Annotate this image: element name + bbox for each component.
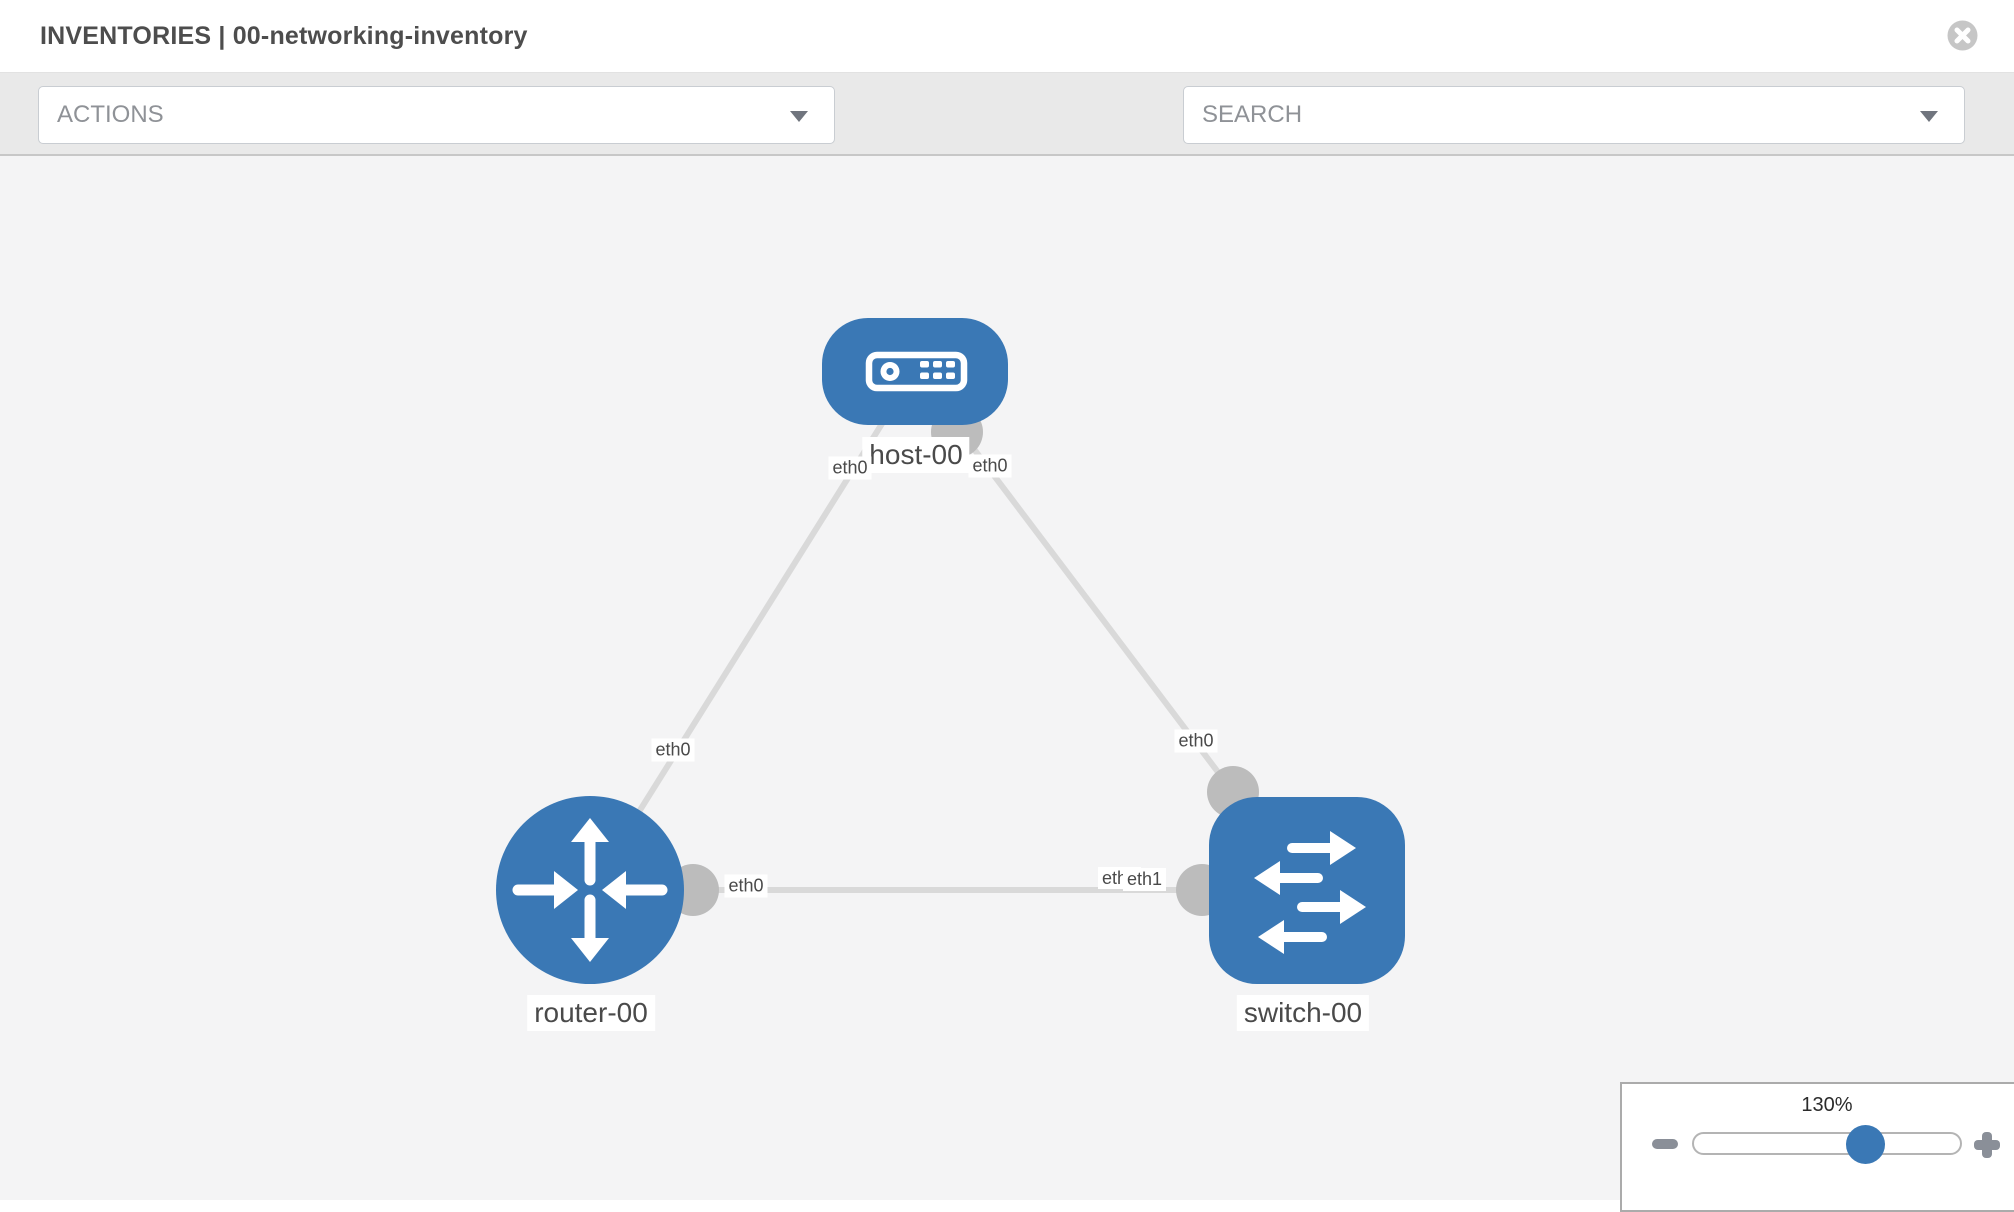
close-icon [1947, 20, 1978, 51]
close-button[interactable] [1947, 20, 1978, 51]
switch-icon [1254, 831, 1366, 954]
topology-canvas[interactable]: host-00 router-00 switch-00 eth0 eth0 et… [0, 156, 2014, 1200]
zoom-in-button[interactable] [1974, 1132, 2000, 1158]
host-icon [865, 351, 968, 392]
iface-label-host-left: eth0 [828, 456, 872, 480]
header: INVENTORIES | 00-networking-inventory [0, 0, 2014, 72]
iface-label-host-right: eth0 [968, 454, 1012, 478]
node-label-router: router-00 [527, 995, 655, 1031]
actions-dropdown-label: ACTIONS [57, 101, 164, 128]
iface-label-host-router: eth0 [651, 738, 695, 762]
node-router[interactable] [496, 796, 684, 984]
search-placeholder: SEARCH [1202, 101, 1303, 128]
page-title: INVENTORIES | 00-networking-inventory [40, 22, 528, 50]
node-host[interactable] [822, 318, 1008, 425]
zoom-slider[interactable] [1692, 1132, 1962, 1155]
iface-label-host-switch: eth0 [1174, 729, 1218, 753]
zoom-panel: 130% [1620, 1082, 2014, 1212]
iface-label-switch-left-group: eth0 eth1 [1098, 867, 1167, 891]
actions-dropdown[interactable]: ACTIONS [38, 86, 835, 144]
chevron-down-icon [1920, 111, 1938, 122]
router-icon [512, 818, 668, 962]
search-dropdown[interactable]: SEARCH [1183, 86, 1965, 144]
node-label-host: host-00 [862, 437, 970, 473]
iface-label-switch-eth1: eth1 [1123, 868, 1167, 891]
toolbar: ACTIONS SEARCH [0, 72, 2014, 202]
zoom-level-label: 130% [1801, 1094, 1853, 1116]
chevron-down-icon [790, 111, 808, 122]
zoom-slider-handle[interactable] [1846, 1125, 1885, 1164]
node-switch[interactable] [1209, 797, 1405, 984]
node-label-switch: switch-00 [1236, 995, 1370, 1031]
iface-label-router-right: eth0 [724, 874, 768, 898]
zoom-out-button[interactable] [1652, 1139, 1678, 1149]
